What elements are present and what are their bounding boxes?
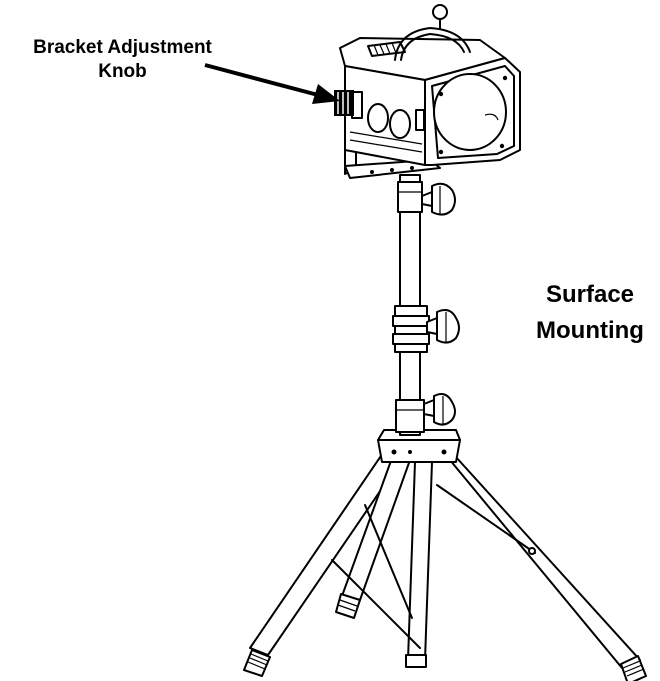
surface-label-line-2: Mounting: [536, 317, 644, 344]
tripod-legs: [249, 447, 641, 669]
carry-handle: [394, 4, 471, 61]
pole-knobs: [421, 182, 460, 426]
fixture-body: [339, 37, 521, 166]
bracket-adjustment-knob-label: Bracket Adjustment Knob: [0, 36, 245, 84]
callout-arrow: [204, 63, 340, 104]
tripod-feet: [243, 593, 647, 681]
bracket-adjustment-knob: [334, 90, 363, 119]
surface-mounting-label: Surface Mounting: [520, 277, 660, 349]
bracket-label-line-1: Bracket Adjustment: [33, 37, 212, 58]
surface-label-line-1: Surface: [545, 281, 635, 308]
stand-pole: [392, 174, 430, 436]
bracket-label-line-2: Knob: [98, 61, 147, 82]
